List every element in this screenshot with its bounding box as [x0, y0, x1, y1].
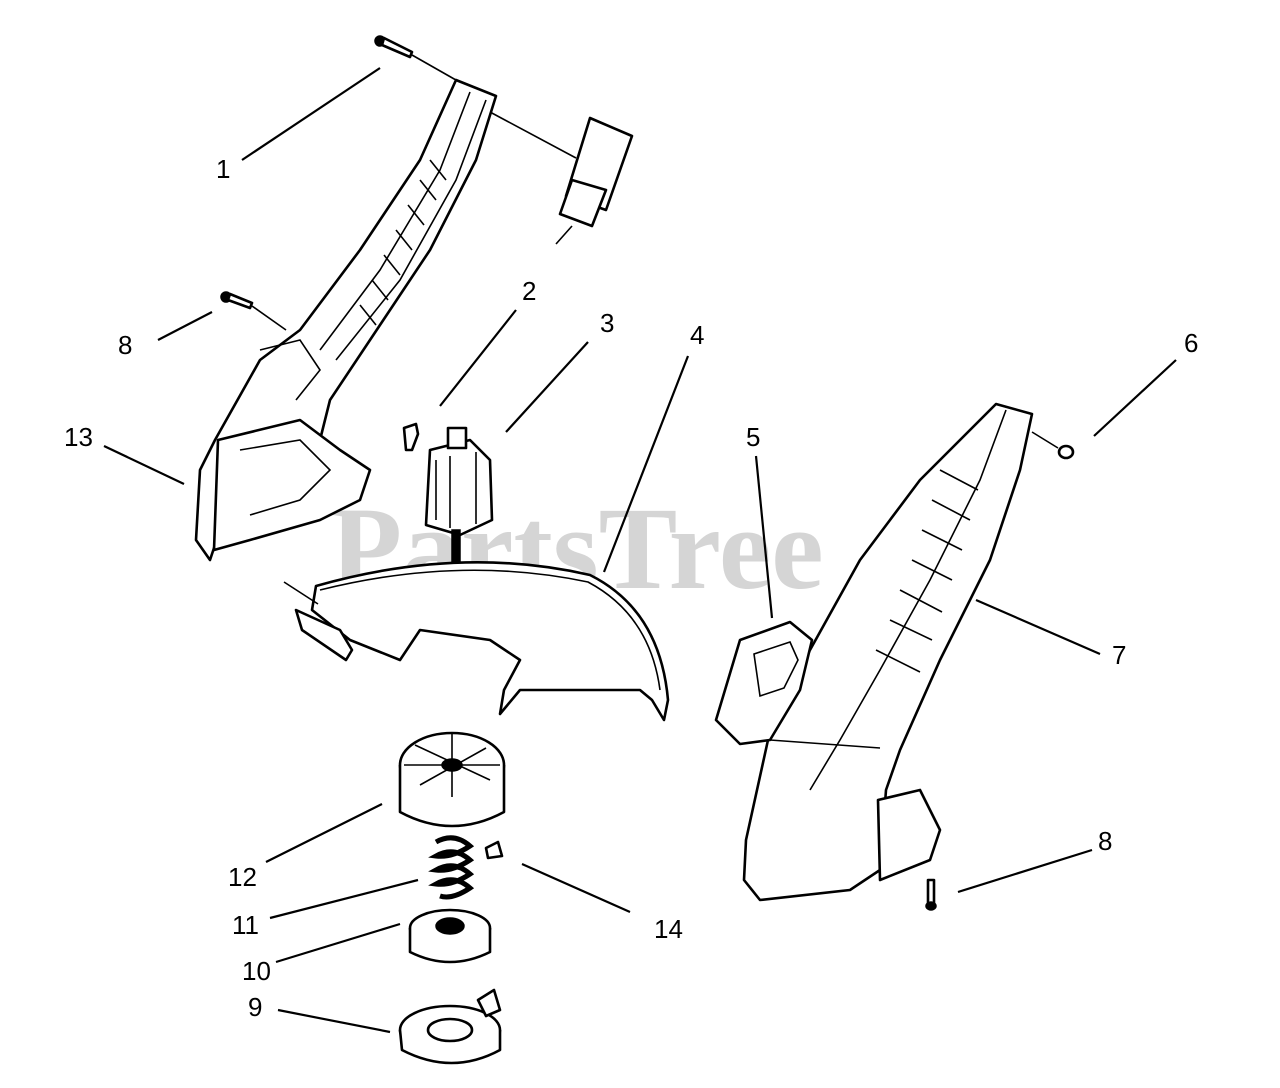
housing-right-part-7 — [742, 402, 1034, 902]
callout-7: 7 — [1112, 640, 1126, 670]
leader-lines — [103, 67, 1177, 1034]
nut-part-6 — [1031, 431, 1075, 460]
callout-labels: 1 2 3 4 5 6 7 8 8 9 10 11 12 13 14 — [64, 154, 1198, 1022]
screw-part-2 — [402, 422, 420, 452]
housing-left-part-13 — [194, 78, 498, 562]
motor-part-3 — [424, 426, 494, 567]
shaft-tube-part — [489, 111, 634, 245]
callout-4: 4 — [690, 320, 704, 350]
spool-housing-part-12 — [398, 731, 506, 828]
grip-slots — [875, 469, 979, 673]
callout-13: 13 — [64, 422, 93, 452]
spool-part-10 — [408, 908, 492, 964]
callout-9: 9 — [248, 992, 262, 1022]
callout-12: 12 — [228, 862, 257, 892]
guard-part-4 — [283, 561, 670, 722]
callout-10: 10 — [242, 956, 271, 986]
bump-knob-part-9 — [398, 988, 502, 1065]
housing-ribs — [359, 159, 447, 326]
switch-part-5 — [714, 620, 814, 746]
clip-part-14 — [484, 840, 504, 860]
callout-6: 6 — [1184, 328, 1198, 358]
screw-part-8-left — [220, 291, 287, 331]
callout-14: 14 — [654, 914, 683, 944]
callout-8-right: 8 — [1098, 826, 1112, 856]
callout-11: 11 — [232, 910, 259, 940]
screw-part-8-right — [925, 878, 937, 911]
callout-1: 1 — [216, 154, 230, 184]
callout-2: 2 — [522, 276, 536, 306]
callout-8-left: 8 — [118, 330, 132, 360]
callout-5: 5 — [746, 422, 760, 452]
callout-3: 3 — [600, 308, 614, 338]
spring-part-11 — [428, 835, 475, 900]
